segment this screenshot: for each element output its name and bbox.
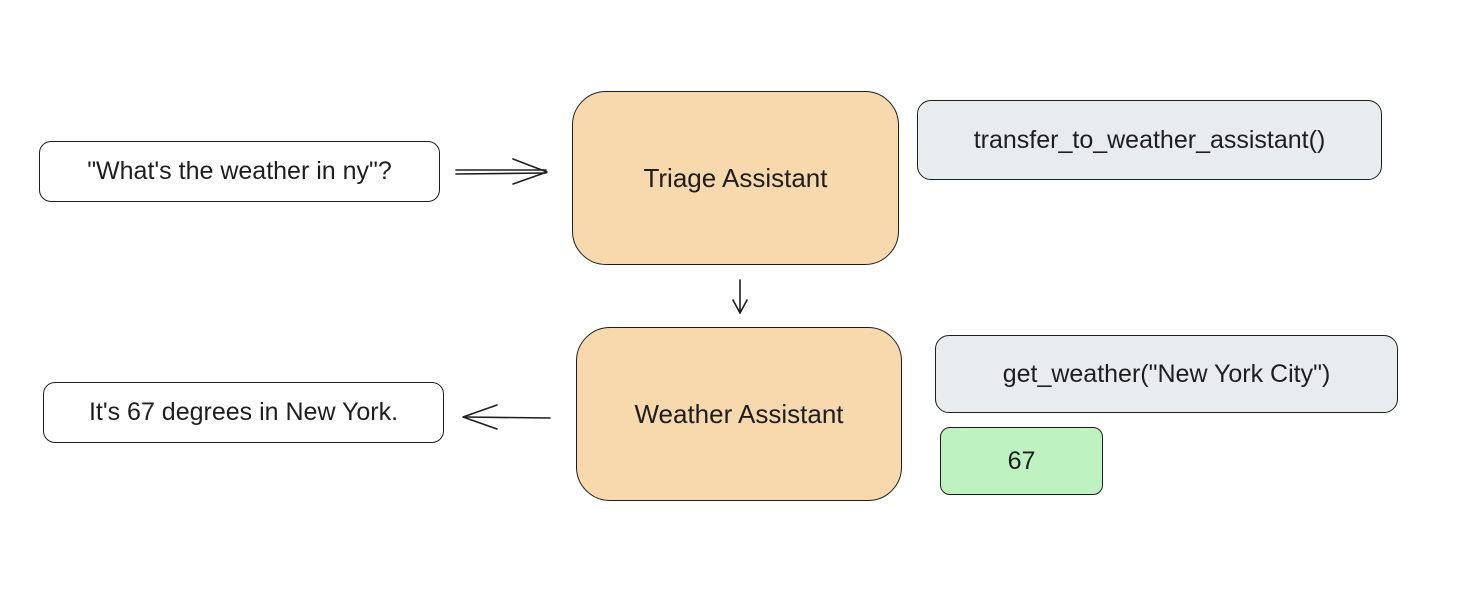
get-weather-result: 67 [940,427,1103,495]
get-weather-tool-call: get_weather("New York City") [935,335,1398,413]
user-message-bubble: "What's the weather in ny"? [39,141,440,202]
weather-assistant-node: Weather Assistant [576,327,902,501]
triage-assistant-node: Triage Assistant [572,91,899,265]
assistant-reply-bubble: It's 67 degrees in New York. [43,382,444,443]
arrow-weather-to-reply [462,404,551,430]
arrow-triage-to-weather [732,279,748,314]
arrow-user-to-triage [455,158,548,185]
transfer-tool-call: transfer_to_weather_assistant() [917,100,1382,180]
